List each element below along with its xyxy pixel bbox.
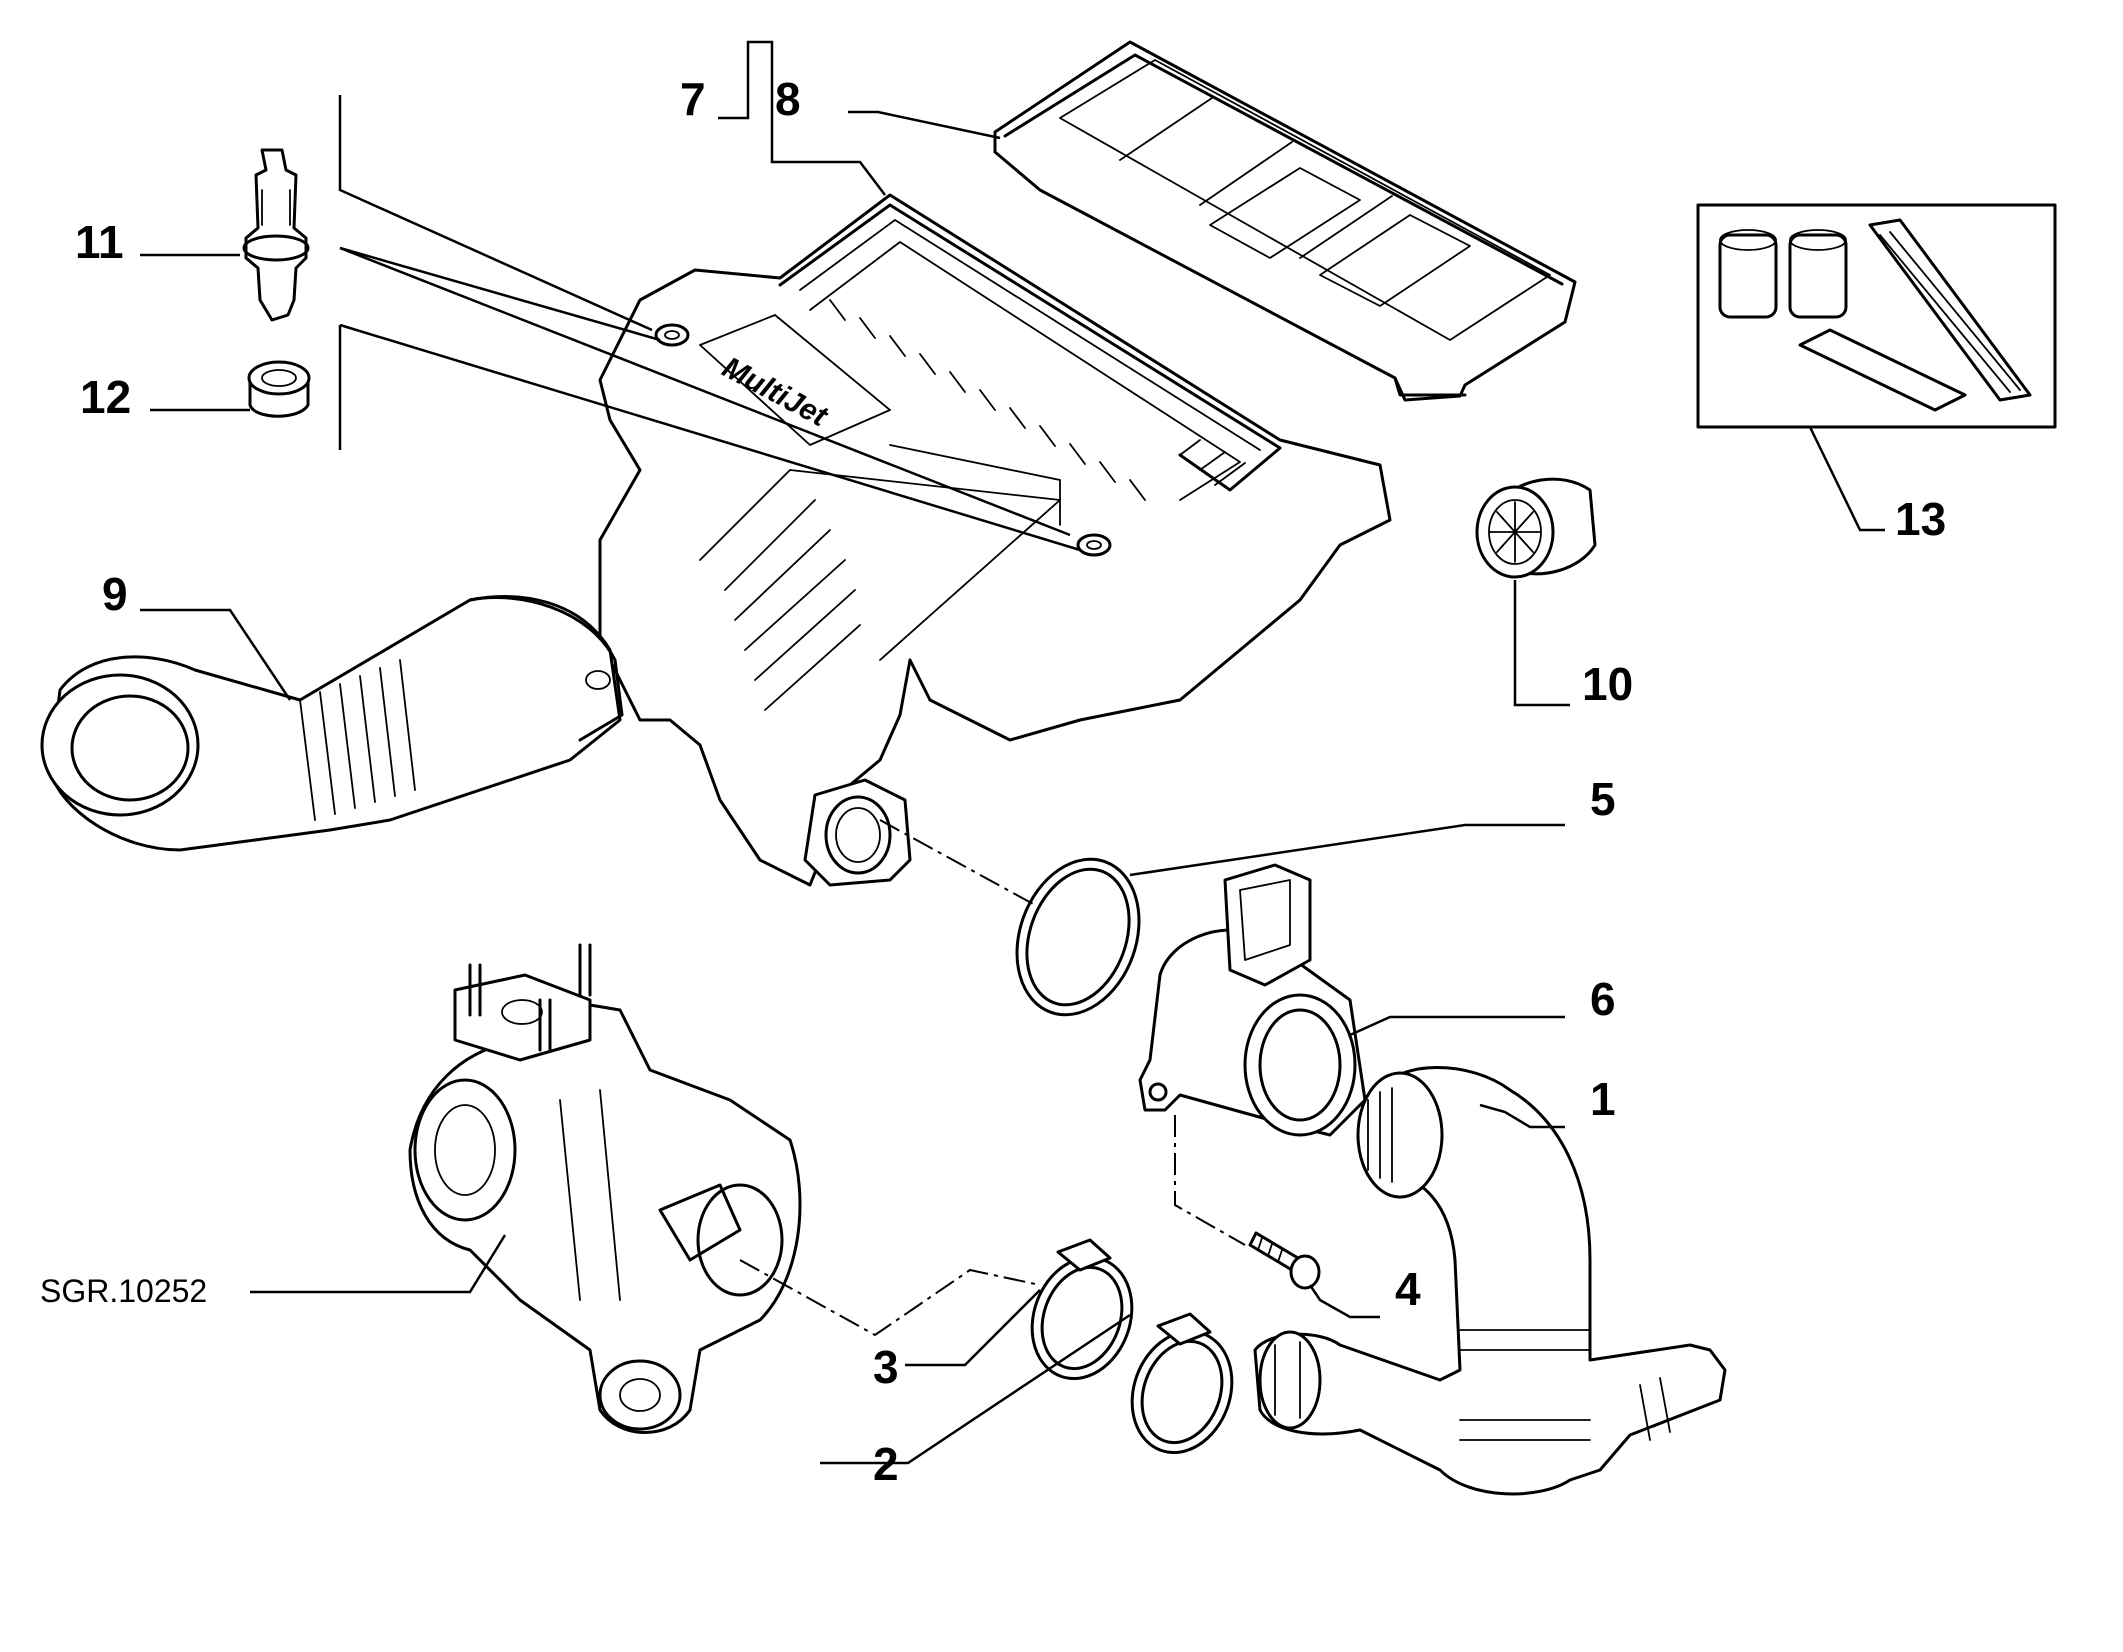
air-filter-element-part-8[interactable]	[993, 40, 1577, 402]
callout-6: 6	[1590, 973, 1616, 1025]
callout-2: 2	[873, 1438, 899, 1490]
callout-11: 11	[75, 216, 124, 268]
air-box-cover-part-7[interactable]: MultiJet	[598, 193, 1392, 887]
o-ring-part-5[interactable]	[996, 842, 1160, 1032]
screw-part-4[interactable]	[1248, 1231, 1321, 1290]
callout-4: 4	[1395, 1263, 1421, 1315]
callout-5: 5	[1590, 773, 1616, 825]
callout-9: 9	[102, 568, 128, 620]
callout-12: 12	[80, 371, 131, 423]
assembly-axis-line-5	[879, 819, 1036, 906]
stud-part-11[interactable]	[242, 148, 310, 322]
assembly-axis-line-3	[739, 1259, 1041, 1337]
intake-hose-part-9[interactable]	[40, 595, 624, 852]
grommet-part-12[interactable]	[247, 360, 311, 418]
assembly-axis-line-4	[1174, 1115, 1246, 1246]
intercooler-duct-part-1[interactable]	[1253, 1066, 1727, 1496]
callout-13: 13	[1895, 493, 1946, 545]
plug-part-10[interactable]	[1475, 477, 1597, 579]
callout-leaders	[140, 40, 1885, 1465]
callout-10: 10	[1582, 658, 1633, 710]
callout-3: 3	[873, 1341, 899, 1393]
drawing-code: SGR.10252	[40, 1273, 207, 1309]
hose-clamp-part-3[interactable]	[1016, 1238, 1149, 1393]
callout-7: 7	[680, 73, 706, 125]
hose-clamp-part-2[interactable]	[1116, 1312, 1249, 1467]
callout-8: 8	[775, 73, 801, 125]
service-kit-box-part-13[interactable]	[1696, 203, 2057, 429]
turbocharger-assembly	[408, 943, 802, 1434]
air-flow-meter-part-6[interactable]	[1138, 863, 1367, 1137]
callout-1: 1	[1590, 1073, 1616, 1125]
